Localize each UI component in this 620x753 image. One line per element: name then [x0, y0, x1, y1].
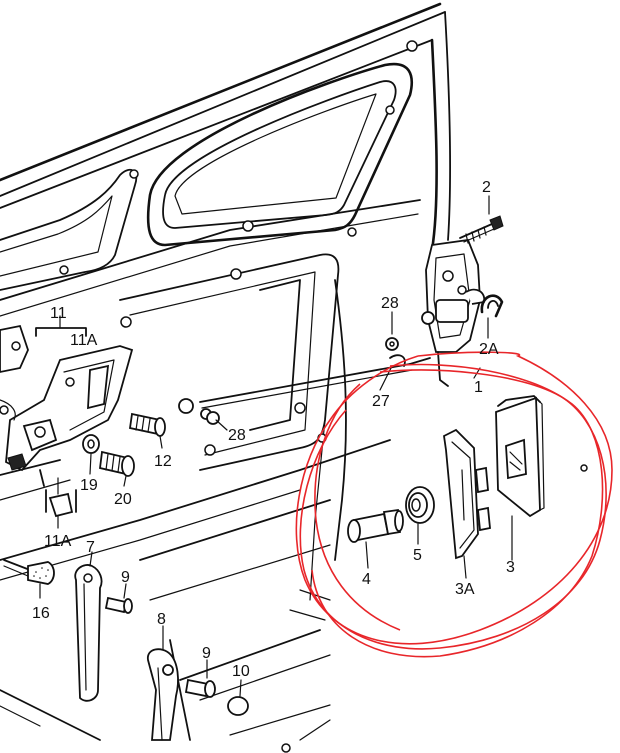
label-16: 16 [32, 605, 50, 622]
clip-28-upper [385, 337, 399, 351]
connecting-rod-27 [178, 354, 431, 420]
label-4: 4 [362, 571, 371, 588]
label-28-upper: 28 [381, 295, 399, 312]
lock-knob-16 [3, 559, 55, 585]
screw-20 [99, 450, 135, 477]
grab-handle-7 [74, 564, 103, 702]
washer-19 [82, 434, 100, 454]
washer-5 [405, 486, 435, 524]
red-highlight-circle [295, 351, 613, 658]
screw-9-upper [104, 596, 133, 614]
label-1: 1 [474, 379, 483, 396]
label-5: 5 [413, 547, 422, 564]
escutcheon-3 [495, 395, 545, 518]
screw-12 [128, 412, 166, 437]
label-7: 7 [86, 539, 95, 556]
clip-11A-lower [45, 477, 77, 518]
label-11A-upper: 11A [70, 332, 98, 349]
handle-8 [147, 648, 179, 741]
callout-labels: 2 28 2A 1 27 28 11 11A 12 19 20 11A 7 9 … [32, 179, 515, 680]
label-9-lower: 9 [202, 645, 211, 662]
label-12: 12 [154, 453, 172, 470]
label-11: 11 [50, 305, 67, 322]
label-28-lower: 28 [228, 427, 246, 444]
bracket-11A-upper [35, 315, 87, 337]
label-27: 27 [372, 393, 390, 410]
label-11A-lower: 11A [44, 533, 72, 550]
label-2A: 2A [479, 341, 499, 358]
screw-9-lower [184, 678, 216, 698]
seal-3A [443, 428, 491, 560]
label-8: 8 [157, 611, 166, 628]
panel-holes [59, 40, 588, 753]
label-9-upper: 9 [121, 569, 130, 586]
label-20: 20 [114, 491, 132, 508]
label-3A: 3A [455, 581, 475, 598]
label-2: 2 [482, 179, 491, 196]
cap-10 [227, 696, 249, 716]
clip-28-lower [206, 411, 220, 425]
screw-2 [459, 215, 504, 244]
label-10: 10 [232, 663, 250, 680]
door-panel [0, 2, 452, 741]
bolt-4 [347, 508, 404, 543]
clip-2A [480, 294, 504, 318]
label-3: 3 [506, 559, 515, 576]
door-lock-1 [421, 239, 486, 387]
label-19: 19 [80, 477, 98, 494]
mechanism-11 [0, 324, 134, 487]
